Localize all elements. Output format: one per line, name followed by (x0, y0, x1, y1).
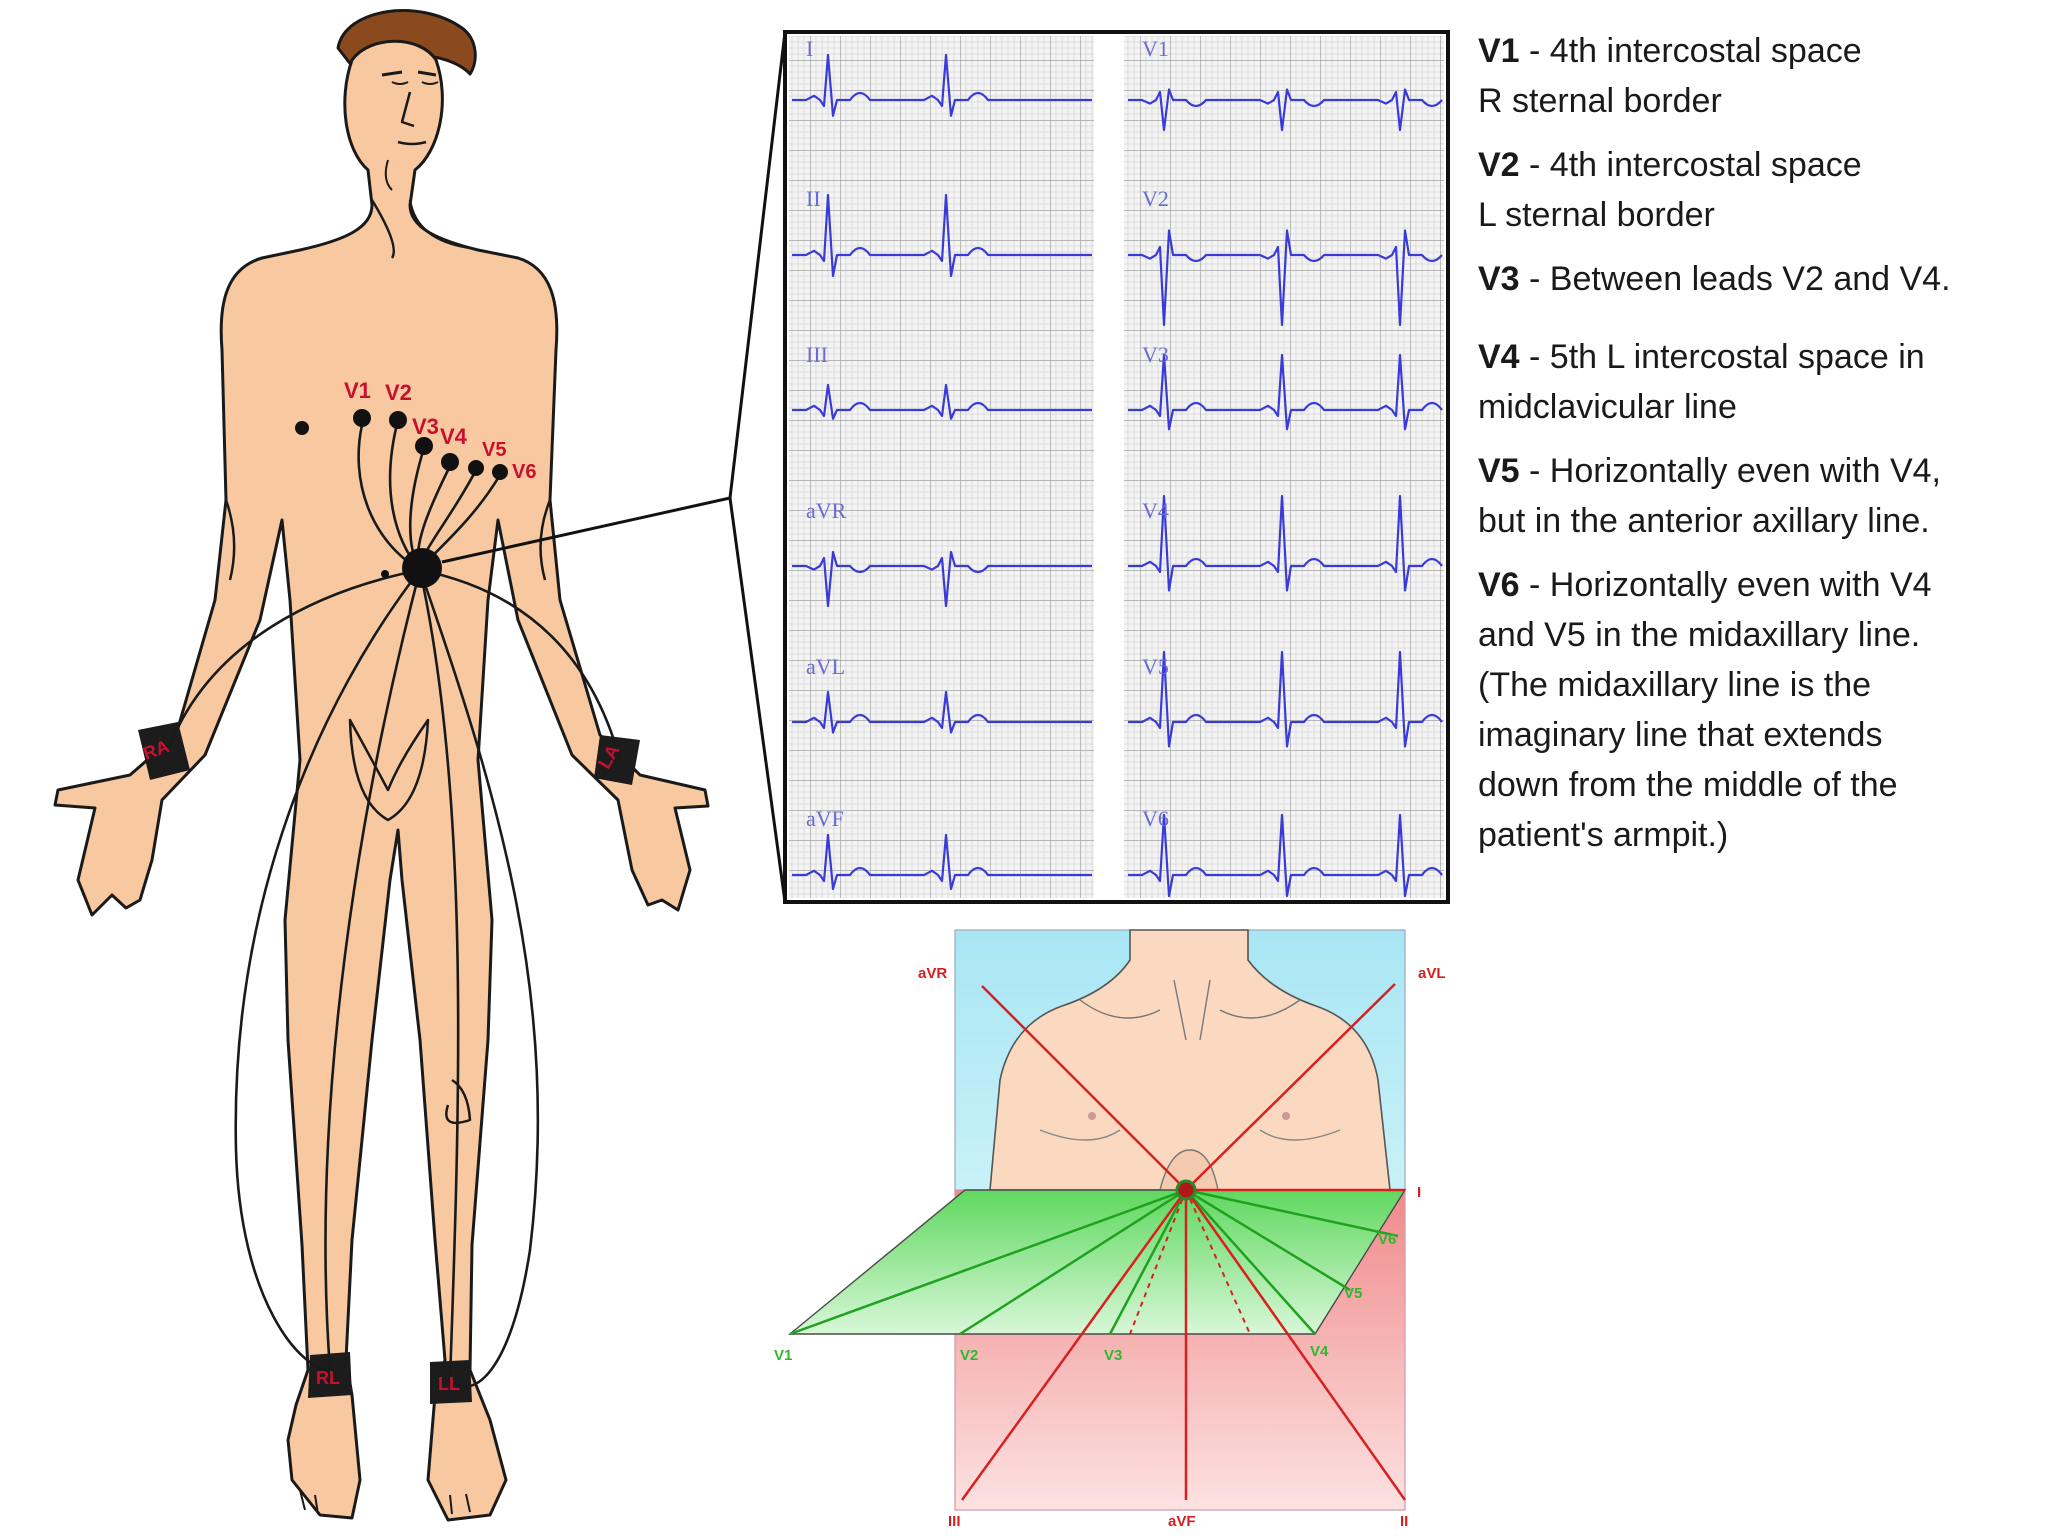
lead-hub (402, 548, 442, 588)
ecg-label-v2: V2 (1142, 186, 1169, 211)
legend-text: - 5th L intercostal space in (1519, 338, 1925, 376)
ecg-waveform (792, 833, 1092, 891)
ecg-waveform (1128, 88, 1443, 132)
legend-text: - Horizontally even with V4 (1519, 566, 1932, 604)
legend-lead: V6 (1478, 566, 1520, 604)
electrode-v4 (441, 453, 459, 471)
label-rl: RL (316, 1368, 340, 1388)
axis-label-i: I (1417, 1184, 1421, 1201)
legend-line: but in the anterior axillary line. (1478, 502, 1930, 540)
axis-label-avf: aVF (1168, 1513, 1196, 1530)
legend-line: down from the middle of the (1478, 766, 1898, 804)
legend-line: and V5 in the midaxillary line. (1478, 616, 1921, 654)
ecg-left-labels: I II III aVR aVL aVF (806, 36, 847, 831)
ecg-label-v4: V4 (1142, 498, 1169, 523)
legend-lead: V5 (1478, 452, 1520, 490)
axis-label-v3: V3 (1104, 1347, 1122, 1364)
legend-lead: V1 (1478, 32, 1520, 70)
electrode-v6 (492, 464, 508, 480)
ecg-label-avf: aVF (806, 806, 844, 831)
ecg-waveform (792, 690, 1092, 734)
ecg-waveform (792, 550, 1092, 608)
ecg-waveform (792, 383, 1092, 420)
axis-label-v2: V2 (960, 1347, 978, 1364)
ecg-waveform (792, 193, 1092, 278)
legend-line: (The midaxillary line is the (1478, 666, 1872, 704)
legend-line: midclavicular line (1478, 388, 1737, 426)
legend-item-v1: V1 - 4th intercostal space R sternal bor… (1478, 26, 2038, 126)
legend-lead: V3 (1478, 260, 1520, 298)
axis-label-avr: aVR (918, 965, 947, 982)
label-v1: V1 (344, 378, 371, 403)
axis-label-v1: V1 (774, 1347, 792, 1364)
axis-label-v5: V5 (1344, 1285, 1362, 1302)
electrode-v5 (468, 460, 484, 476)
label-v5: V5 (482, 439, 506, 461)
label-v2: V2 (385, 380, 412, 405)
ecg-label-iii: III (806, 342, 828, 367)
legend-item-v6: V6 - Horizontally even with V4 and V5 in… (1478, 560, 2038, 860)
legend-item-v4: V4 - 5th L intercostal space in midclavi… (1478, 332, 2038, 432)
electrode-v1 (353, 409, 371, 427)
ecg-label-i: I (806, 36, 813, 61)
legend-text: - 4th intercostal space (1519, 146, 1862, 184)
heart-center-dot (1175, 1179, 1197, 1201)
ecg-right-labels: V1 V2 V3 V4 V5 V6 (1142, 36, 1169, 831)
legend-text: - Horizontally even with V4, (1519, 452, 1941, 490)
label-v4: V4 (440, 424, 468, 449)
ecg-waveform (1128, 229, 1443, 327)
legend-text: - Between leads V2 and V4. (1519, 260, 1951, 298)
ecg-strip-panel: I II III aVR aVL aVF V1 V2 V3 V4 V5 V6 (783, 30, 1450, 904)
legend-lead: V4 (1478, 338, 1520, 376)
legend-line: patient's armpit.) (1478, 816, 1729, 854)
electrode-la-band (594, 735, 640, 785)
ecg-waveform (1128, 353, 1443, 431)
human-figure (53, 9, 710, 1522)
ecg-traces (792, 53, 1443, 898)
axis-label-v4: V4 (1310, 1343, 1329, 1360)
lead-axes-diagram: aVR aVL I III aVF II V1 V2 V3 V4 V5 V6 (774, 929, 1446, 1530)
ecg-waveform (1128, 650, 1443, 748)
axis-label-iii: III (948, 1513, 961, 1530)
electrode-v2 (389, 411, 407, 429)
ecg-label-avr: aVR (806, 498, 847, 523)
lead-placement-legend: V1 - 4th intercostal space R sternal bor… (1478, 26, 2038, 874)
legend-item-v5: V5 - Horizontally even with V4, but in t… (1478, 446, 2038, 546)
axis-label-ii: II (1400, 1513, 1408, 1530)
label-v6: V6 (512, 461, 536, 483)
ecg-waveform (1128, 494, 1443, 592)
ecg-label-v6: V6 (1142, 806, 1169, 831)
ecg-label-avl: aVL (806, 654, 845, 679)
label-v3: V3 (412, 414, 439, 439)
legend-item-v2: V2 - 4th intercostal space L sternal bor… (1478, 140, 2038, 240)
chest-electrodes (295, 409, 508, 588)
ecg-waveform (1128, 813, 1443, 898)
axis-label-v6: V6 (1378, 1231, 1396, 1248)
ecg-label-v5: V5 (1142, 654, 1169, 679)
label-ll: LL (438, 1374, 460, 1394)
chest-lead-labels: V1 V2 V3 V4 V5 V6 (344, 378, 536, 483)
ecg-waveform (792, 53, 1092, 117)
ecg-label-ii: II (806, 186, 821, 211)
electrode-ra-band (138, 722, 190, 780)
ecg-label-v1: V1 (1142, 36, 1169, 61)
axis-label-avl: aVL (1418, 965, 1446, 982)
ecg-label-v3: V3 (1142, 342, 1169, 367)
legend-lead: V2 (1478, 146, 1520, 184)
zoom-connector (441, 31, 787, 903)
electrode-rl-band (308, 1352, 352, 1398)
legend-item-v3: V3 - Between leads V2 and V4. (1478, 254, 2038, 304)
legend-line: imaginary line that extends (1478, 716, 1883, 754)
legend-text: - 4th intercostal space (1519, 32, 1862, 70)
legend-line: L sternal border (1478, 196, 1715, 234)
legend-line: R sternal border (1478, 82, 1722, 120)
electrode-v3 (415, 437, 433, 455)
